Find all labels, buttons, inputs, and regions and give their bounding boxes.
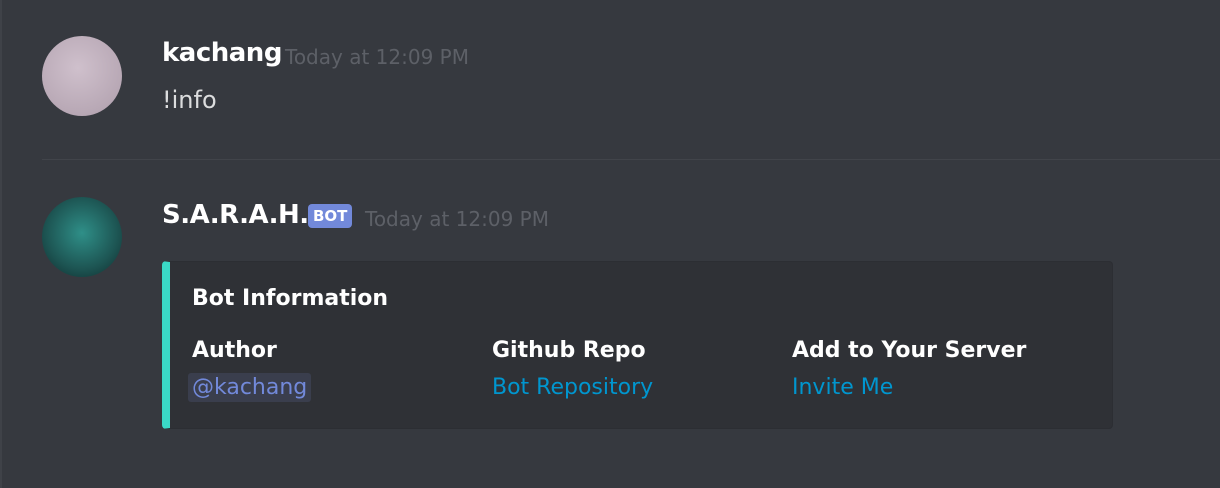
invite-link[interactable]: Invite Me [792,375,894,400]
avatar[interactable] [42,36,122,116]
timestamp: Today at 12:09 PM [285,45,469,69]
embed-field-author: Author @kachang [188,338,312,402]
user-mention[interactable]: @kachang [188,373,312,402]
timestamp: Today at 12:09 PM [365,207,549,231]
embed-title: Bot Information [192,286,389,311]
author-name[interactable]: S.A.R.A.H. [162,200,309,230]
field-name: Github Repo [492,338,646,363]
bot-badge: BOT [308,204,353,228]
avatar[interactable] [42,197,122,277]
repo-link[interactable]: Bot Repository [492,375,654,400]
message-content: !info [162,86,217,114]
scroll-edge [0,0,2,488]
author-name[interactable]: kachang [162,38,282,68]
message-divider [42,159,1220,160]
field-name: Add to Your Server [792,338,1027,363]
embed-field-invite: Add to Your Server Invite Me [792,338,1026,400]
field-name: Author [192,338,277,363]
embed-field-github: Github Repo Bot Repository [492,338,653,400]
embed: Bot Information Author @kachang Github R… [162,261,1113,429]
